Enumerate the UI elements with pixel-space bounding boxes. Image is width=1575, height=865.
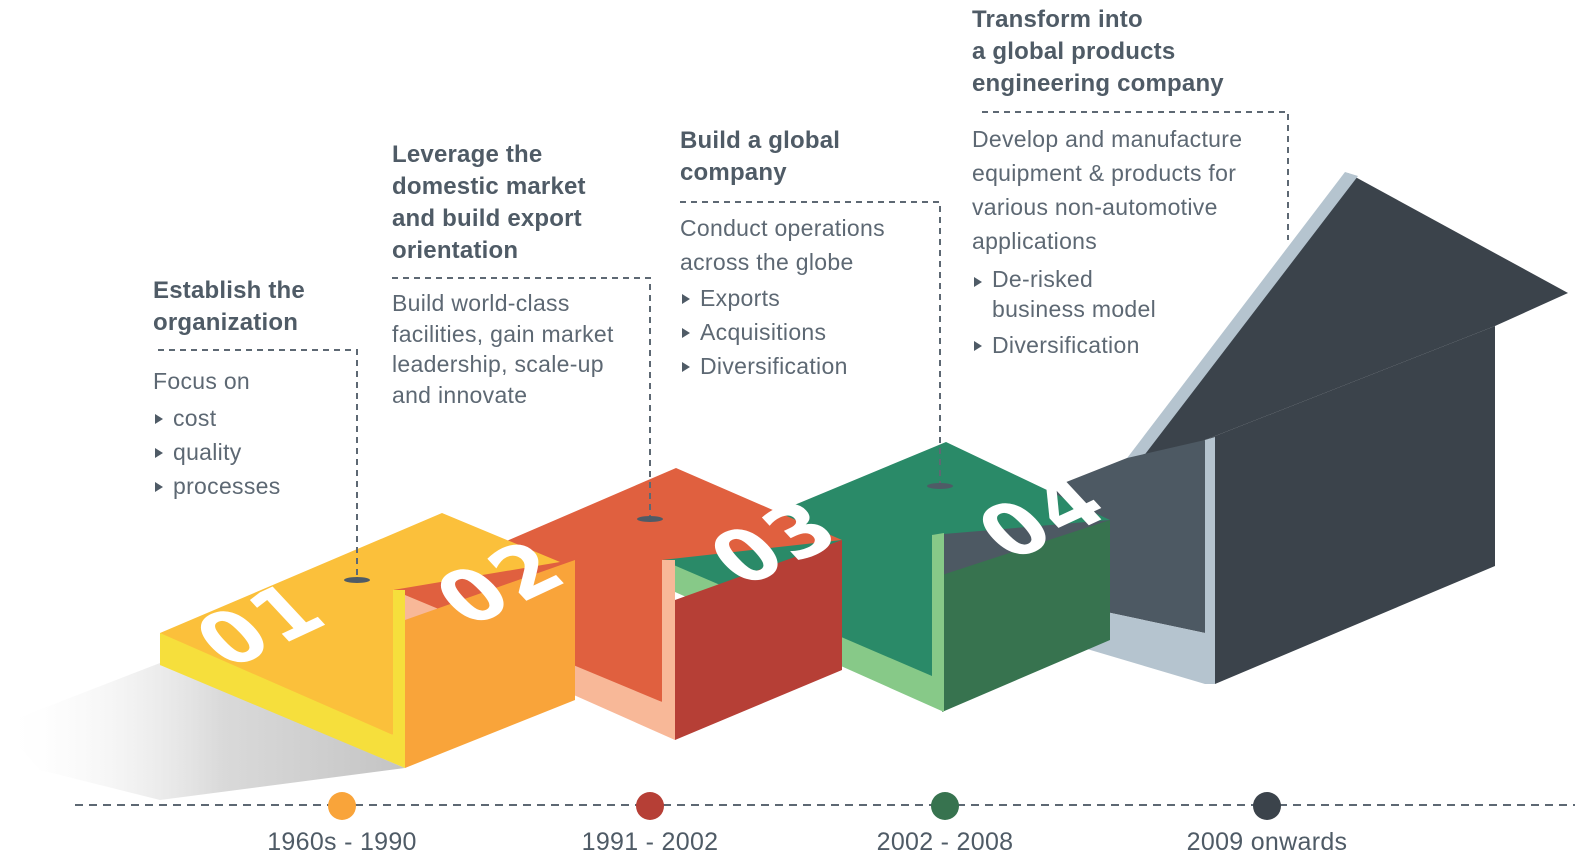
stage-03-bullet: Exports [680, 281, 935, 315]
stage-01-bullets: cost quality processes [153, 401, 353, 503]
stage-01-title: Establish the organization [153, 277, 305, 336]
leader-anchor-02 [637, 516, 663, 522]
leader-line-02 [392, 277, 651, 517]
stage-02-text: Leverage the domestic market and build e… [392, 139, 647, 410]
stage-01-text: Establish the organization Focus on cost… [153, 275, 353, 503]
timeline-dot-04 [1253, 792, 1281, 820]
leader-anchor-03 [927, 483, 953, 489]
step-01 [160, 513, 575, 768]
stage-03-bullets: Exports Acquisitions Diversification [680, 281, 935, 383]
step-01-edge-strip [160, 590, 405, 768]
leader-line-04 [982, 111, 1289, 240]
stage-03-intro: Conduct operations across the globe [680, 215, 885, 275]
period-label-02: 1991 - 2002 [581, 828, 719, 856]
stage-02-intro: Build world-class facilities, gain marke… [392, 290, 614, 408]
stage-04-bullet: Diversification [972, 328, 1282, 362]
stage-03-title: Build a global company [680, 127, 841, 186]
stage-04-bullets: De-risked business model Diversification [972, 264, 1282, 362]
stage-04-text: Transform into a global products enginee… [972, 4, 1282, 362]
stage-02-title: Leverage the domestic market and build e… [392, 141, 586, 264]
ground-shadow [0, 663, 405, 800]
arrow-head [1127, 173, 1568, 470]
stage-01-bullet: cost [153, 401, 353, 435]
step-03-front-face [942, 520, 1110, 712]
period-label-01: 1960s - 1990 [267, 828, 417, 856]
stage-04-bullet: De-risked business model [972, 264, 1282, 324]
leader-line-01 [158, 349, 358, 578]
period-label-03: 2002 - 2008 [876, 828, 1014, 856]
arrow-edge [1118, 172, 1358, 470]
period-label-04: 2009 onwards [1186, 828, 1348, 856]
leader-anchor-01 [344, 577, 370, 583]
stage-01-bullet: quality [153, 435, 353, 469]
step-01-front-face [405, 560, 575, 768]
leader-anchors [344, 483, 953, 583]
stage-03-bullet: Acquisitions [680, 315, 935, 349]
stage-04-intro: Develop and manufacture equipment & prod… [972, 126, 1243, 254]
timeline-dot-02 [636, 792, 664, 820]
stage-03-text: Build a global company Conduct operation… [680, 125, 935, 383]
step-02-front-face [675, 540, 842, 740]
leader-lines [158, 111, 1289, 578]
stage-04-title: Transform into a global products enginee… [972, 6, 1224, 97]
stage-01-intro: Focus on [153, 368, 251, 394]
step-04-edge-strip-right [1205, 437, 1215, 684]
timeline-dot-01 [328, 792, 356, 820]
step-04-front-face [1205, 326, 1495, 684]
stage-01-bullet: processes [153, 469, 353, 503]
timeline-dot-03 [931, 792, 959, 820]
stage-03-bullet: Diversification [680, 349, 935, 383]
